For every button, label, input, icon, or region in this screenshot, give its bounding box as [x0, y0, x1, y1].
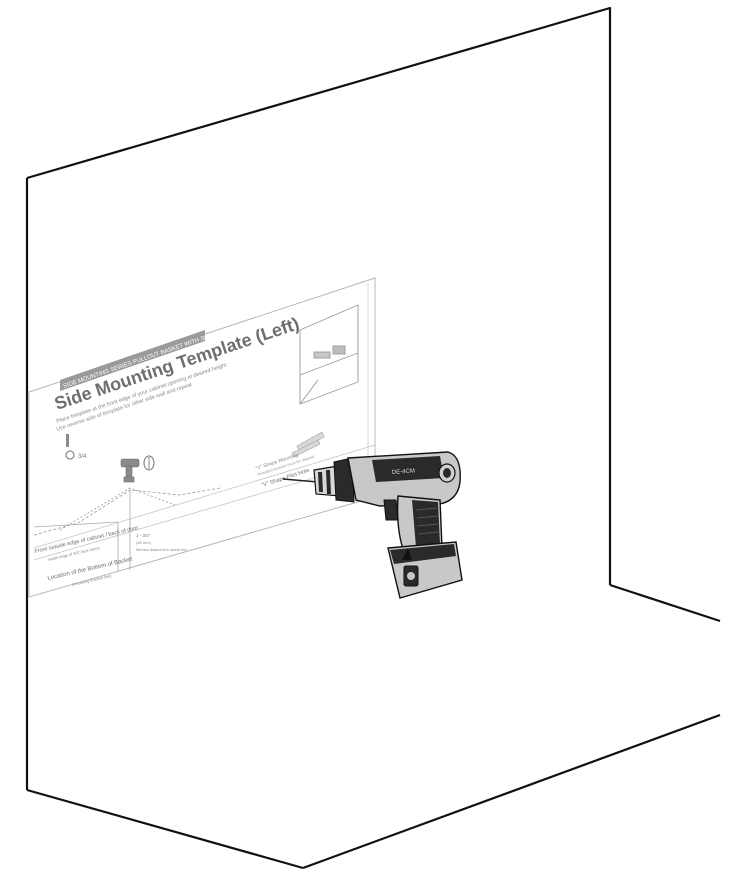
drill-bit [282, 478, 319, 483]
small-drill-icon [120, 458, 140, 483]
dimension-label: 1 - 3/4" [136, 533, 151, 538]
template-banner [60, 330, 205, 391]
mounting-template: SIDE MOUNTING SERIES PULLOUT BASKET WITH… [28, 277, 376, 598]
screw-count: 3/4 [78, 454, 87, 460]
template-inset-box [299, 304, 359, 405]
side-wall-bottom-edge [26, 788, 304, 870]
power-drill: DE-4CM [282, 451, 463, 599]
drill-grip [412, 500, 440, 547]
cabinet-walls [25, 6, 721, 870]
bit-round-icon [143, 455, 155, 471]
drill-collar [333, 457, 355, 503]
drill-brand-label: DE-4CM [392, 468, 415, 476]
floor-front-edge [302, 713, 721, 870]
dimension-note: Minimum distance from cabinet floor [136, 548, 188, 552]
screw-icon [66, 434, 69, 447]
drill-trigger [383, 499, 399, 521]
v-bracket-sketch [291, 431, 325, 458]
back-wall-outline [26, 6, 612, 585]
washer-icon [65, 450, 75, 460]
dimension-sub: (45 mm) [136, 540, 152, 545]
floor-back-edge [609, 583, 721, 623]
